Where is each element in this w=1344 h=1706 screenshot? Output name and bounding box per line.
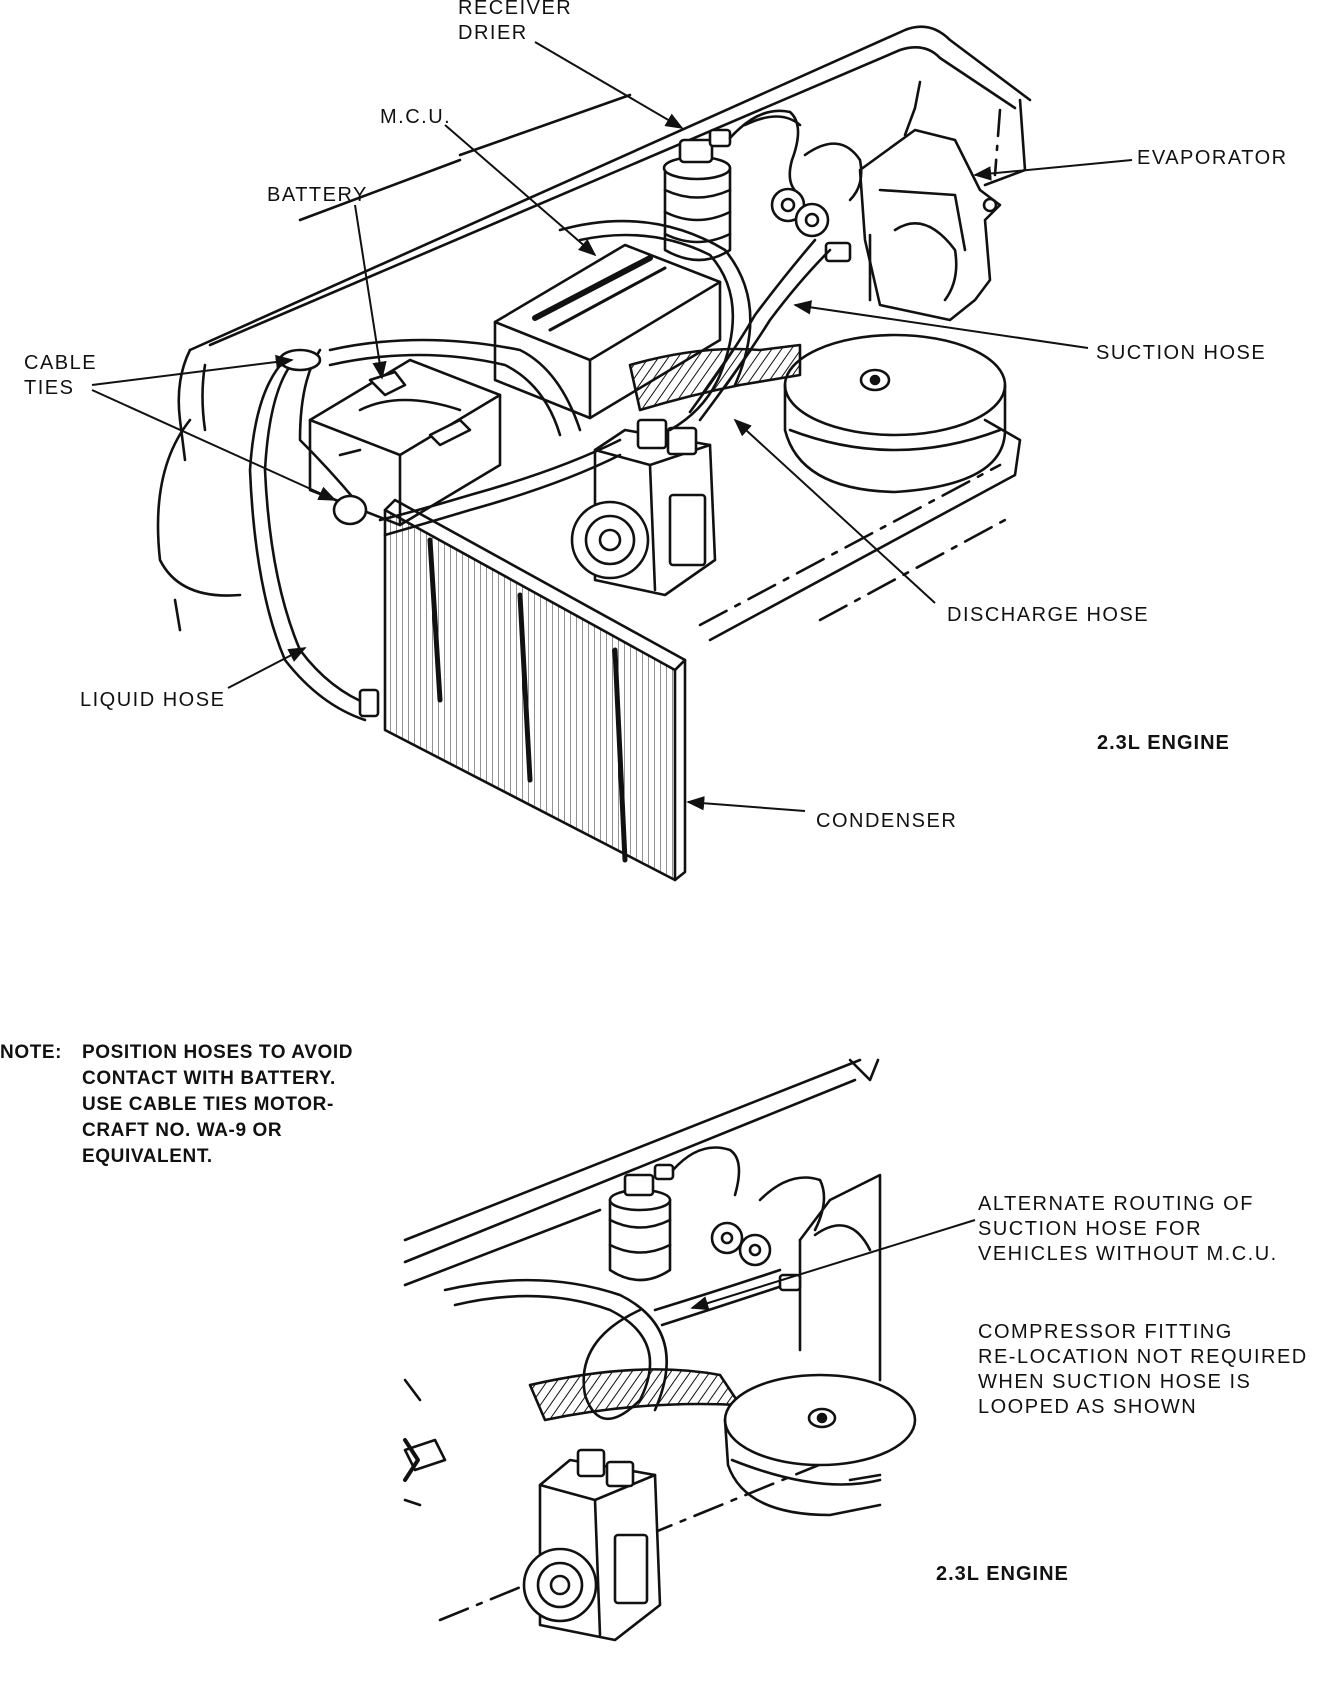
label-compressor-fitting: COMPRESSOR FITTING RE-LOCATION NOT REQUI…: [978, 1321, 1308, 1418]
label-cable-ties: CABLE TIES: [24, 352, 98, 399]
note-body: POSITION HOSES TO AVOID CONTACT WITH BAT…: [82, 1040, 353, 1170]
label-alternate-routing: ALTERNATE ROUTING OF SUCTION HOSE FOR VE…: [978, 1193, 1278, 1265]
label-engine-top: 2.3L ENGINE: [1097, 732, 1230, 754]
note-line: USE CABLE TIES MOTOR-: [82, 1094, 334, 1115]
note-heading: NOTE:: [0, 1042, 63, 1063]
evaporator: [860, 82, 1000, 320]
top-diagram: [158, 27, 1030, 880]
label-condenser: CONDENSER: [816, 810, 958, 832]
bottom-diagram: [405, 1060, 915, 1640]
bottom-compressor: [524, 1450, 660, 1640]
note-line: POSITION HOSES TO AVOID: [82, 1042, 354, 1063]
label-discharge-hose: DISCHARGE HOSE: [947, 604, 1150, 626]
battery: [310, 360, 500, 525]
bottom-hatched-duct: [530, 1369, 740, 1420]
bottom-evaporator-corner: [673, 1148, 880, 1381]
bottom-air-cleaner: [725, 1375, 915, 1515]
bottom-leaders: [690, 1220, 975, 1311]
note-line: EQUIVALENT.: [82, 1146, 213, 1167]
note-line: CONTACT WITH BATTERY.: [82, 1068, 336, 1089]
label-battery: BATTERY: [267, 184, 368, 206]
receiver-drier: [664, 130, 730, 260]
drier-evaporator-lines: [730, 111, 861, 261]
label-evaporator: EVAPORATOR: [1137, 147, 1288, 169]
label-engine-bottom: 2.3L ENGINE: [936, 1563, 1069, 1585]
bottom-receiver-drier: [610, 1165, 673, 1280]
hose-runs: [250, 221, 830, 720]
label-receiver-drier: RECEIVER DRIER: [458, 0, 573, 44]
condenser: [385, 500, 685, 880]
label-mcu: M.C.U.: [380, 106, 452, 128]
compressor: [572, 420, 715, 595]
top-leaders: [92, 42, 1132, 811]
label-suction-hose: SUCTION HOSE: [1096, 342, 1267, 364]
fender-outline: [158, 27, 1030, 640]
note-line: CRAFT NO. WA-9 OR: [82, 1120, 283, 1141]
label-liquid-hose: LIQUID HOSE: [80, 689, 226, 711]
bottom-fender: [405, 1060, 880, 1620]
bottom-battery-corner: [405, 1440, 445, 1505]
air-cleaner: [785, 335, 1005, 492]
bottom-suction-loop: [445, 1270, 800, 1419]
